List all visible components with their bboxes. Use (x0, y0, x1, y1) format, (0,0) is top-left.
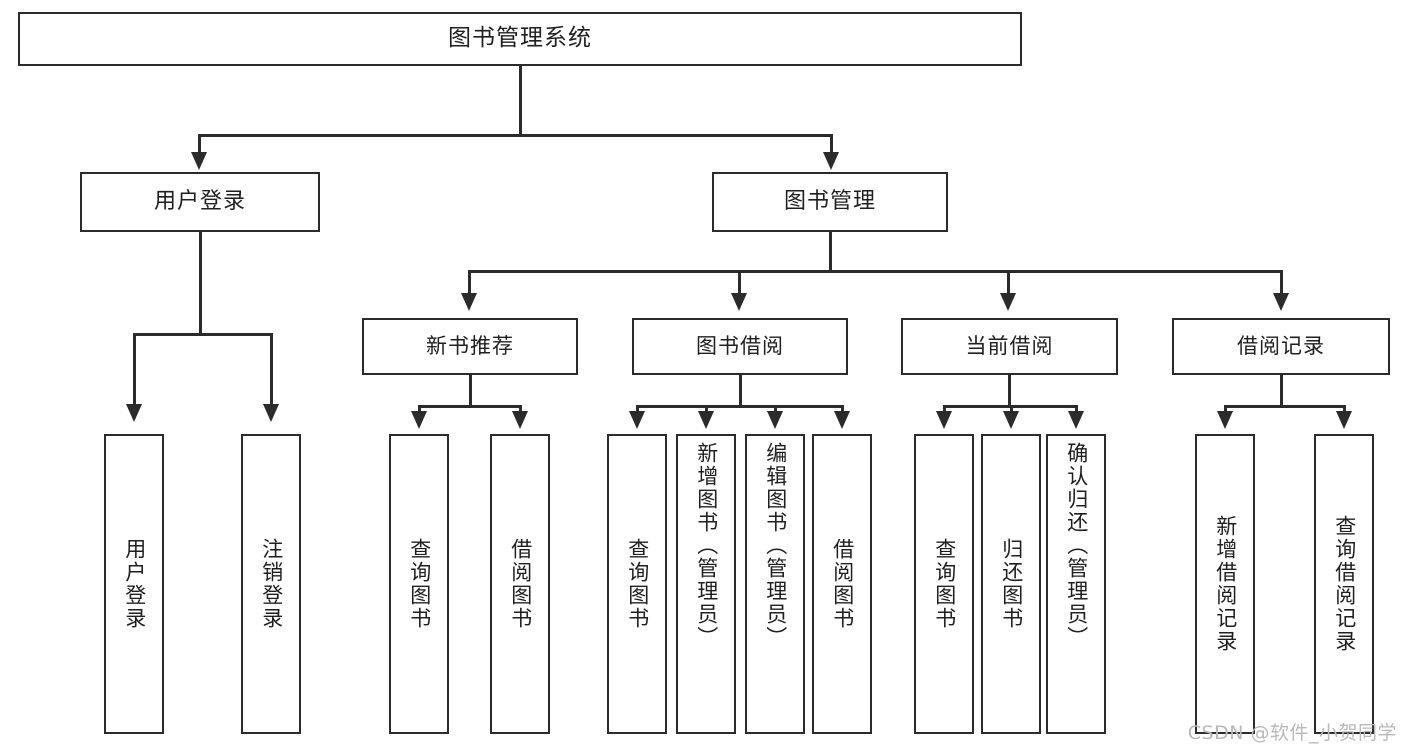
connector-bm-drop-3 (1007, 270, 1010, 295)
leaf-borrow-book-nbr[interactable]: 借阅图书 (490, 434, 550, 734)
leaf-query-book-bb[interactable]: 查询图书 (607, 434, 667, 734)
arrow-to-nbr-leaf-1 (411, 411, 427, 429)
arrow-to-nbr-leaf-2 (512, 411, 528, 429)
leaf-label: 新增图书（管理员） (694, 442, 719, 649)
arrow-to-cb-leaf-2 (1003, 411, 1019, 429)
leaf-edit-book-admin[interactable]: 编辑图书（管理员） (745, 434, 805, 734)
node-label: 图书管理 (783, 188, 876, 214)
connector-nbr-drop-1 (418, 405, 421, 413)
connector-cb-drop-1 (943, 405, 946, 413)
connector-root-drop-left (198, 134, 201, 155)
connector-br-bus (1224, 405, 1345, 408)
node-label: 用户登录 (153, 188, 246, 214)
connector-bb-drop-1 (636, 405, 639, 413)
connector-user-login-stem (199, 232, 202, 335)
node-user-login[interactable]: 用户登录 (80, 172, 320, 232)
leaf-query-book-nbr[interactable]: 查询图书 (389, 434, 449, 734)
leaf-logout[interactable]: 注销登录 (241, 434, 301, 734)
connector-book-manage-stem (829, 232, 832, 272)
connector-br-stem (1280, 375, 1283, 407)
connector-bm-drop-2 (738, 270, 741, 295)
arrow-to-book-borrow (731, 293, 747, 311)
connector-nbr-stem (469, 375, 472, 407)
arrow-to-cb-leaf-3 (1068, 411, 1084, 429)
leaf-label: 借阅图书 (830, 538, 855, 630)
connector-br-drop-1 (1224, 405, 1227, 413)
arrow-to-borrow-record (1273, 293, 1289, 311)
connector-nbr-drop-2 (519, 405, 522, 413)
leaf-label: 编辑图书（管理员） (763, 442, 788, 649)
connector-root-stem (519, 66, 522, 136)
arrow-to-cb-leaf-1 (936, 411, 952, 429)
leaf-label: 查询图书 (407, 538, 432, 630)
node-book-borrow[interactable]: 图书借阅 (632, 318, 848, 375)
arrow-to-leaf-logout (263, 404, 279, 422)
connector-bm-drop-1 (468, 270, 471, 295)
connector-book-manage-bus (468, 270, 1282, 273)
arrow-to-user-login (191, 152, 207, 170)
leaf-label: 确认归还（管理员） (1064, 442, 1089, 649)
arrow-to-current-borrow (1000, 293, 1016, 311)
connector-cb-drop-2 (1010, 405, 1013, 413)
node-borrow-record[interactable]: 借阅记录 (1172, 318, 1390, 375)
arrow-to-bb-leaf-2 (698, 411, 714, 429)
leaf-label: 借阅图书 (508, 538, 533, 630)
connector-user-login-drop-2 (270, 333, 273, 406)
node-label: 图书管理系统 (448, 25, 592, 52)
connector-bb-drop-2 (705, 405, 708, 413)
leaf-user-login[interactable]: 用户登录 (104, 434, 164, 734)
node-label: 当前借阅 (965, 333, 1054, 358)
arrow-to-br-leaf-1 (1217, 411, 1233, 429)
connector-user-login-bus (133, 333, 272, 336)
arrow-to-leaf-user-login (126, 404, 142, 422)
connector-user-login-drop-1 (133, 333, 136, 406)
leaf-return-book[interactable]: 归还图书 (981, 434, 1041, 734)
csdn-watermark: CSDN @软件_小贺同学 (1187, 722, 1397, 744)
leaf-label: 注销登录 (259, 538, 284, 630)
leaf-label: 新增借阅记录 (1213, 515, 1238, 653)
leaf-label: 查询图书 (932, 538, 957, 630)
connector-bm-drop-4 (1280, 270, 1283, 295)
arrow-to-new-book-recommend (461, 293, 477, 311)
connector-bb-bus (636, 405, 843, 408)
arrow-to-bb-leaf-1 (629, 411, 645, 429)
leaf-label: 归还图书 (999, 538, 1024, 630)
connector-cb-drop-3 (1075, 405, 1078, 413)
arrow-to-br-leaf-2 (1336, 411, 1352, 429)
node-book-manage[interactable]: 图书管理 (712, 172, 948, 232)
connector-nbr-bus (418, 405, 521, 408)
connector-root-drop-right (830, 134, 833, 155)
leaf-borrow-book-bb[interactable]: 借阅图书 (812, 434, 872, 734)
arrow-to-bb-leaf-4 (834, 411, 850, 429)
leaf-confirm-return-admin[interactable]: 确认归还（管理员） (1046, 434, 1106, 734)
node-label: 图书借阅 (696, 333, 784, 358)
leaf-add-borrow-record[interactable]: 新增借阅记录 (1195, 434, 1255, 734)
node-label: 借阅记录 (1237, 333, 1325, 358)
connector-bb-drop-3 (774, 405, 777, 413)
leaf-label: 用户登录 (122, 538, 147, 630)
connector-br-drop-2 (1343, 405, 1346, 413)
connector-cb-stem (1008, 375, 1011, 407)
leaf-query-book-cb[interactable]: 查询图书 (914, 434, 974, 734)
connector-root-bus (198, 134, 832, 137)
leaf-add-book-admin[interactable]: 新增图书（管理员） (676, 434, 736, 734)
leaf-label: 查询借阅记录 (1332, 515, 1357, 653)
node-label: 新书推荐 (426, 333, 514, 358)
arrow-to-book-manage (823, 152, 839, 170)
leaf-label: 查询图书 (625, 538, 650, 630)
node-current-borrow[interactable]: 当前借阅 (901, 318, 1118, 375)
node-new-book-recommend[interactable]: 新书推荐 (362, 318, 578, 375)
leaf-query-borrow-record[interactable]: 查询借阅记录 (1314, 434, 1374, 734)
connector-bb-stem (739, 375, 742, 407)
arrow-to-bb-leaf-3 (767, 411, 783, 429)
connector-bb-drop-4 (841, 405, 844, 413)
node-root-system[interactable]: 图书管理系统 (18, 12, 1022, 66)
